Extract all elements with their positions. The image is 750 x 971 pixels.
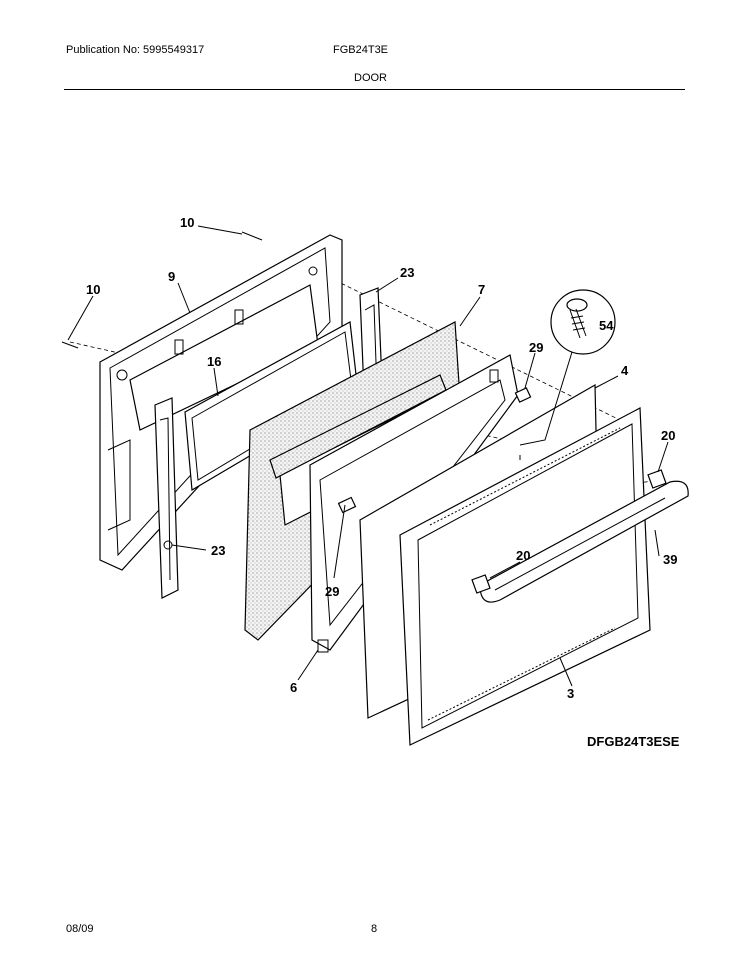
diagram-id: DFGB24T3ESE <box>587 734 680 749</box>
end-cap-left <box>471 574 491 594</box>
door-handle <box>479 480 689 603</box>
footer-date: 08/09 <box>66 923 94 935</box>
screw-left <box>61 341 79 349</box>
callout-23-bottom: 23 <box>211 543 225 558</box>
callout-20-right: 20 <box>661 428 675 443</box>
callout-10-left: 10 <box>86 282 100 297</box>
screw-detail <box>519 289 616 446</box>
callout-9: 9 <box>168 269 175 284</box>
publication-number: Publication No: 5995549317 <box>66 44 205 56</box>
page-number: 8 <box>371 923 378 935</box>
callout-39: 39 <box>663 552 677 567</box>
callout-3: 3 <box>567 686 574 701</box>
model-number: FGB24T3E <box>333 44 389 56</box>
callout-29-left: 29 <box>325 584 339 599</box>
callout-10-top: 10 <box>180 215 194 230</box>
callout-20-left: 20 <box>516 548 530 563</box>
callout-7: 7 <box>478 282 485 297</box>
spacer-right <box>514 387 532 403</box>
leader-lines <box>67 225 669 687</box>
vent-slots <box>427 427 621 721</box>
hinge-left <box>154 397 179 599</box>
callout-16: 16 <box>207 354 221 369</box>
callout-4: 4 <box>621 363 629 378</box>
screw-top <box>241 231 263 241</box>
callout-54: 54 <box>599 318 614 333</box>
section-title: DOOR <box>354 72 387 84</box>
callout-29-right: 29 <box>529 340 543 355</box>
callout-6: 6 <box>290 680 297 695</box>
end-cap-right <box>647 469 667 489</box>
header-rule <box>64 89 685 90</box>
spacer-left <box>337 496 357 514</box>
callout-23-top: 23 <box>400 265 414 280</box>
